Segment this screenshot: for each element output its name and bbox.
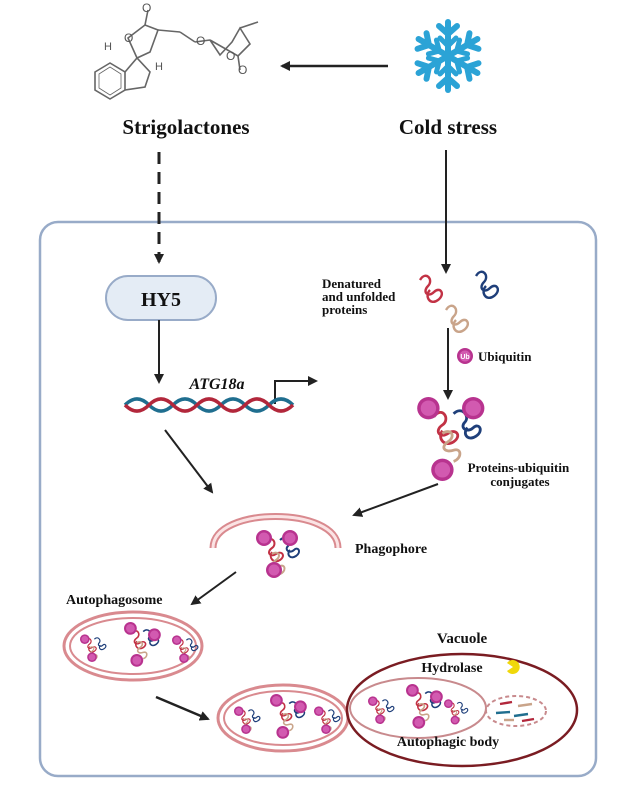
arrow-phagophore-to-autophagosome (190, 571, 237, 606)
vacuole-label: Vacuole (437, 631, 488, 647)
svg-text:H: H (155, 61, 163, 73)
snowflake-icon (414, 19, 482, 90)
svg-text:O: O (142, 1, 151, 15)
hy5-label: HY5 (141, 289, 181, 311)
autophagosome-label: Autophagosome (66, 593, 162, 608)
gene-label: ATG18a (188, 376, 244, 393)
autophagosome (62, 610, 204, 682)
conjugates-label: Proteins-ubiquitin conjugates (468, 460, 573, 489)
svg-text:O: O (124, 31, 133, 45)
autophagic-body-label: Autophagic body (397, 735, 499, 750)
hydrolase-label: Hydrolase (421, 661, 482, 676)
svg-text:Ub: Ub (460, 354, 469, 361)
strigolactone-structure-icon: O O O O O H H (94, 1, 259, 100)
denatured-protein-tan-icon (444, 304, 470, 334)
svg-text:O: O (196, 34, 205, 48)
autophagic-body (349, 677, 487, 739)
arrow-autophagosome-to-vacuole (155, 695, 210, 721)
arrow-gene-to-phagophore (164, 429, 214, 494)
hy5-node (105, 275, 217, 321)
arrow-conjugates-to-phagophore (352, 483, 439, 517)
svg-text:O: O (226, 49, 235, 63)
denatured-protein-red-icon (418, 274, 444, 304)
svg-text:H: H (104, 41, 112, 53)
transcription-start-arrow (274, 376, 318, 404)
phagophore-label: Phagophore (355, 542, 427, 557)
strigolactones-label: Strigolactones (122, 115, 249, 139)
hydrolase-icon (507, 660, 520, 674)
svg-text:O: O (238, 63, 247, 77)
ubiquitin-label: Ubiquitin (478, 349, 532, 364)
denatured-proteins-label: Denatured and unfolded proteins (322, 276, 399, 317)
vacuole-membrane (345, 652, 579, 768)
dna-helix-icon (123, 397, 295, 413)
denatured-protein-blue-icon (474, 270, 500, 300)
degraded-fragments (485, 695, 547, 727)
cold-stress-label: Cold stress (399, 115, 497, 139)
ubiquitin-icon: Ub (457, 348, 473, 364)
